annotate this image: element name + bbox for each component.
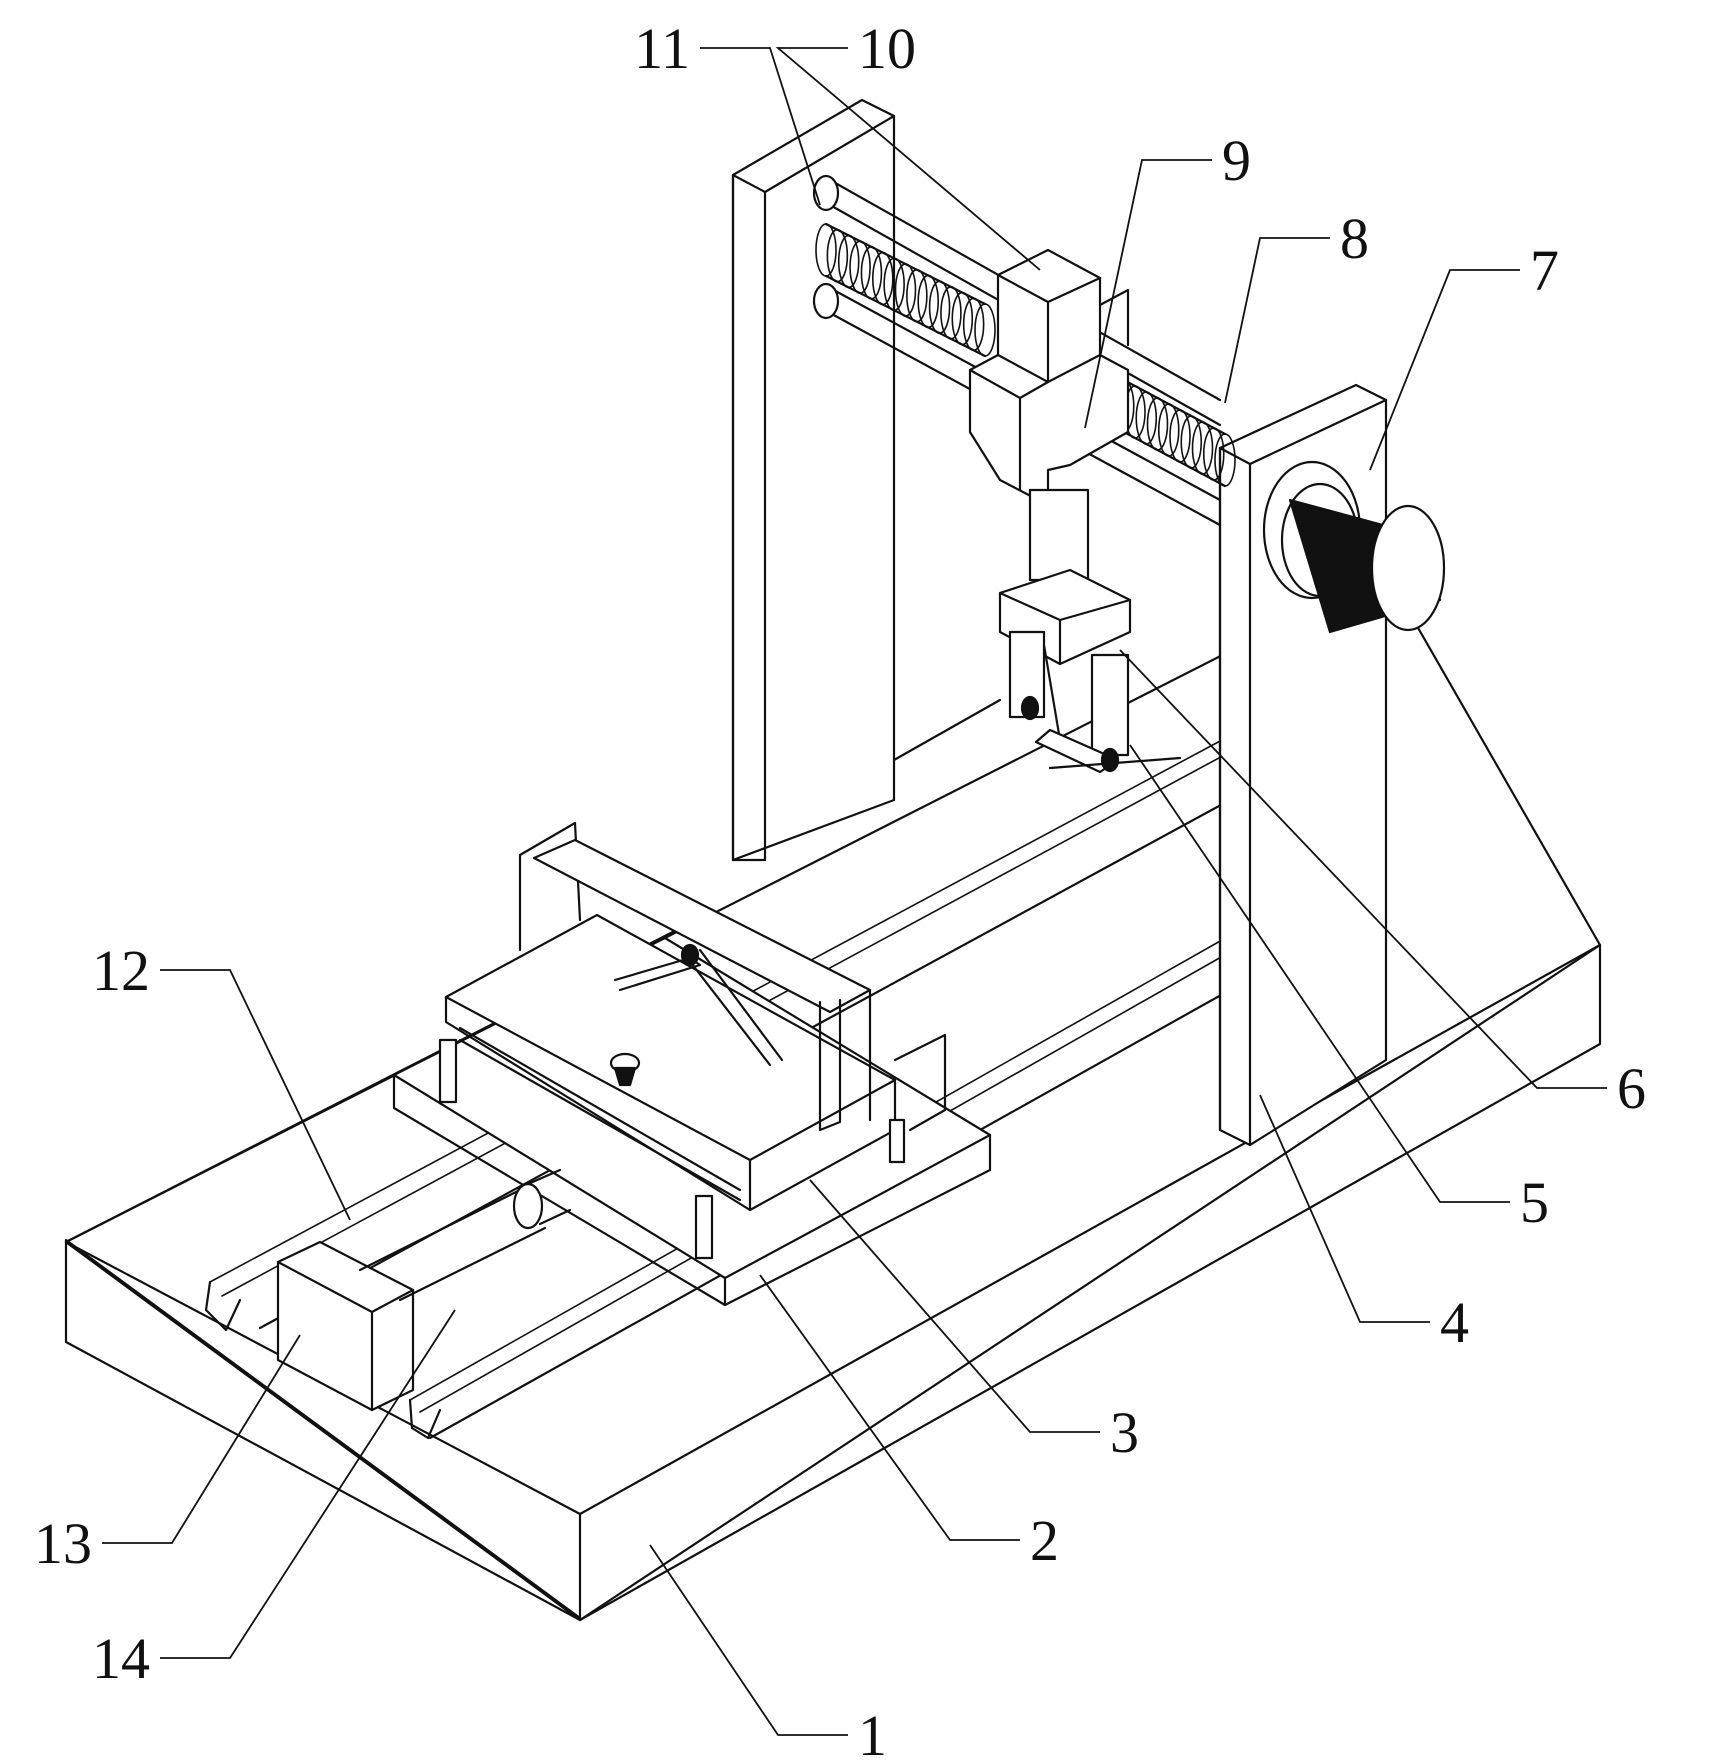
callout-1: 1 <box>649 1544 887 1762</box>
callout-12: 12 <box>92 938 351 1221</box>
callout-4: 4 <box>1259 1094 1469 1355</box>
callout-7: 7 <box>1369 238 1559 471</box>
callout-number-4: 4 <box>1440 1290 1469 1355</box>
callout-number-10: 10 <box>858 16 916 81</box>
cutter <box>1020 695 1182 774</box>
leader-line-6 <box>1119 649 1607 1089</box>
callout-number-9: 9 <box>1222 128 1251 193</box>
callout-number-1: 1 <box>858 1703 887 1762</box>
callout-8: 8 <box>1224 206 1369 404</box>
slider-block <box>968 248 1130 507</box>
callout-number-3: 3 <box>1110 1400 1139 1465</box>
callout-number-11: 11 <box>634 16 690 81</box>
callout-14: 14 <box>92 1309 456 1691</box>
leader-line-7 <box>1369 269 1520 471</box>
leader-line-5 <box>1129 744 1510 1203</box>
callout-number-2: 2 <box>1030 1508 1059 1573</box>
leader-line-12 <box>160 969 351 1221</box>
leader-line-4 <box>1259 1094 1430 1323</box>
callout-9: 9 <box>1084 128 1251 429</box>
callout-number-12: 12 <box>92 938 150 1003</box>
callout-13: 13 <box>34 1334 301 1576</box>
lead-screw <box>815 222 996 358</box>
tool-holder <box>998 488 1132 757</box>
callout-number-7: 7 <box>1530 238 1559 303</box>
leader-line-9 <box>1084 159 1212 429</box>
callout-number-13: 13 <box>34 1511 92 1576</box>
callout-2: 2 <box>759 1274 1059 1573</box>
callout-number-6: 6 <box>1617 1056 1646 1121</box>
leader-line-2 <box>759 1274 1020 1541</box>
callout-number-5: 5 <box>1520 1170 1549 1235</box>
callout-10: 10 <box>775 16 1041 271</box>
leader-line-1 <box>649 1544 848 1736</box>
callout-6: 6 <box>1119 649 1646 1121</box>
motor <box>1262 460 1446 634</box>
callout-number-8: 8 <box>1340 206 1369 271</box>
callout-3: 3 <box>809 1179 1139 1465</box>
callout-number-14: 14 <box>92 1626 150 1691</box>
clamping-platform <box>438 821 947 1260</box>
left-upright <box>731 98 1002 862</box>
cylinder-housing <box>276 1240 415 1412</box>
leader-line-8 <box>1224 237 1330 404</box>
leader-line-3 <box>809 1179 1100 1433</box>
leader-line-13 <box>102 1334 301 1544</box>
leader-line-14 <box>160 1309 456 1659</box>
piston-rod <box>358 1168 572 1302</box>
leader-line-11 <box>700 47 821 206</box>
leader-line-10 <box>775 47 1041 271</box>
callout-11: 11 <box>634 16 821 206</box>
callout-5: 5 <box>1129 744 1549 1235</box>
